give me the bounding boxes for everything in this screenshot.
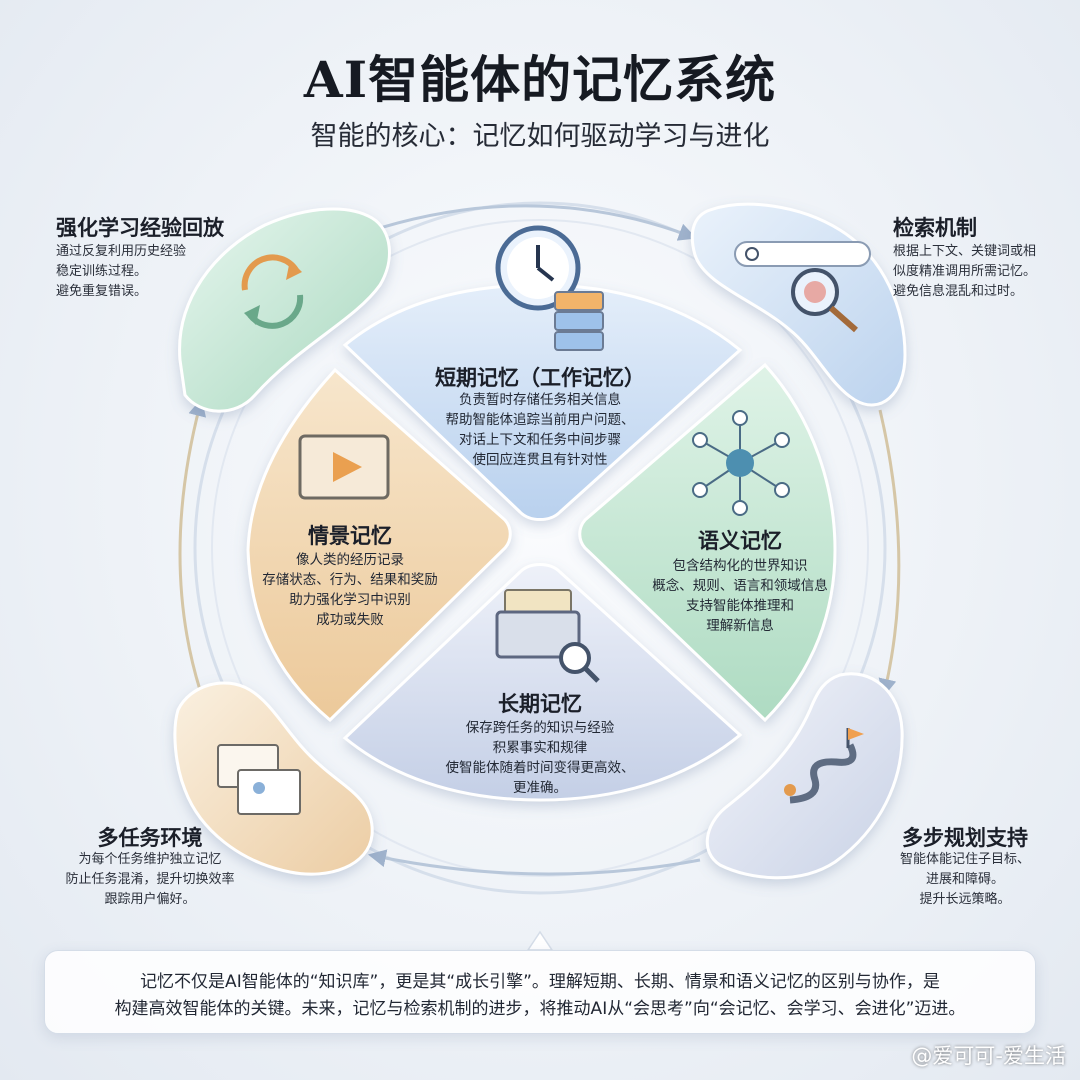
long-term-desc: 保存跨任务的知识与经验 积累事实和规律 使智能体随着时间变得更高效、 更准确。	[445, 720, 635, 796]
rl-replay-heading: 强化学习经验回放	[56, 216, 224, 240]
planning-desc: 智能体能记住子目标、 进展和障碍。 提升长远策略。	[899, 852, 1030, 907]
short-term-petal	[342, 283, 743, 521]
semantic-heading: 语义记忆	[698, 529, 782, 553]
page-subtitle: 智能的核心：记忆如何驱动学习与进化	[310, 121, 770, 152]
search-bar-icon	[734, 241, 871, 267]
rl-replay-desc: 通过反复利用历史经验 稳定训练过程。 避免重复错误。	[56, 244, 187, 299]
clock-icon	[495, 225, 581, 311]
multitask-heading: 多任务环境	[97, 826, 203, 850]
arrow-right	[878, 409, 901, 698]
outer-ring	[193, 201, 887, 895]
inner-ring	[211, 219, 869, 877]
arrow-top	[379, 204, 697, 241]
refresh-cycle-icon	[241, 254, 304, 329]
file-box-icon	[495, 589, 581, 659]
episodic-heading: 情景记忆	[308, 524, 392, 548]
long-term-petal	[342, 563, 743, 802]
planning-block	[705, 672, 904, 880]
planning-heading: 多步规划支持	[902, 826, 1028, 850]
browser-windows-icon	[217, 744, 301, 815]
retrieval-desc: 根据上下文、关键词或相 似度精准调用所需记忆。 避免信息混乱和过时。	[893, 244, 1037, 299]
summary-text: 记忆不仅是AI智能体的“知识库”，更是其“成长引擎”。理解短期、长期、情景和语义…	[114, 972, 966, 1019]
route-flag-icon	[784, 728, 864, 804]
multitask-desc: 为每个任务维护独立记忆 防止任务混淆，提升切换效率 跟踪用户偏好。	[65, 852, 235, 907]
episodic-desc: 像人类的经历记录 存储状态、行为、结果和奖励 助力强化学习中识别 成功或失败	[262, 552, 438, 628]
arrow-bottom	[367, 849, 701, 876]
page-title: AI智能体的记忆系统	[303, 50, 777, 109]
magnifier-icon	[559, 642, 600, 683]
summary-pointer	[526, 930, 554, 951]
video-icon	[298, 434, 390, 500]
knowledge-graph-icon	[692, 410, 790, 516]
semantic-desc: 包含结构化的世界知识 概念、规则、语言和领域信息 支持智能体推理和 理解新信息	[652, 558, 828, 634]
server-icon	[554, 291, 604, 351]
summary-box: 记忆不仅是AI智能体的“知识库”，更是其“成长引擎”。理解短期、长期、情景和语义…	[44, 950, 1036, 1034]
brain-magnifier-icon	[791, 268, 858, 333]
watermark: @爱可可-爱生活	[911, 1044, 1066, 1068]
rl-replay-block	[178, 207, 391, 413]
short-term-desc: 负责暂时存储任务相关信息 帮助智能体追踪当前用户问题、 对话上下文和任务中间步骤…	[445, 392, 635, 468]
retrieval-heading: 检索机制	[893, 216, 977, 240]
semantic-petal	[578, 362, 837, 723]
short-term-heading: 短期记忆（工作记忆）	[435, 366, 645, 390]
arrow-left	[178, 398, 207, 691]
long-term-heading: 长期记忆	[498, 692, 582, 716]
